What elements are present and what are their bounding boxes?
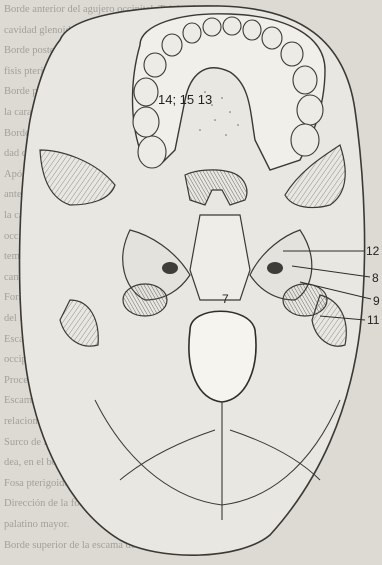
basilar-part <box>190 215 250 300</box>
label-center: 14; 15 13 <box>158 93 212 107</box>
label-8: 8 <box>372 271 379 285</box>
jugular-foramen-right <box>267 262 283 274</box>
jugular-foramen-left <box>162 262 178 274</box>
label-7: 7 <box>222 292 229 306</box>
label-11: 11 <box>367 313 379 327</box>
condyle-left <box>123 284 167 316</box>
label-12: 12 <box>366 244 379 258</box>
label-9: 9 <box>373 294 380 308</box>
